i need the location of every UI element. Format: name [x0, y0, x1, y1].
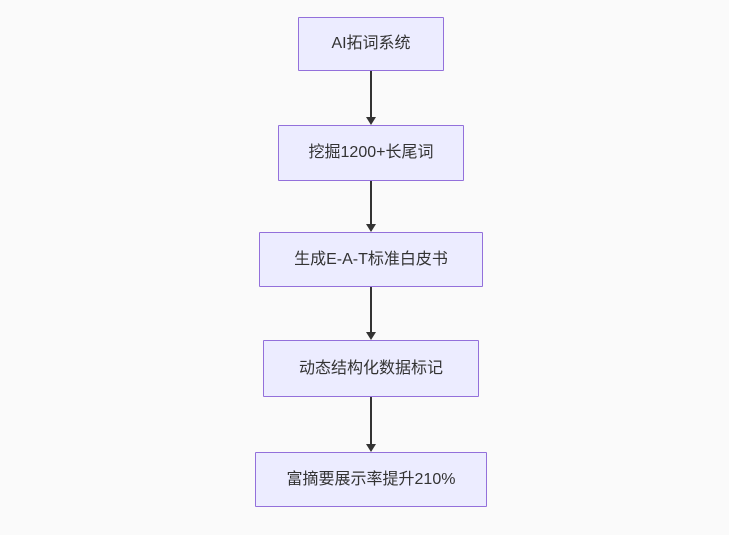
arrow-line [370, 181, 372, 225]
arrow-line [370, 71, 372, 118]
flow-node-label: 生成E-A-T标准白皮书 [294, 250, 448, 268]
flow-node-label: 富摘要展示率提升210% [286, 470, 456, 488]
arrow-head-icon [366, 332, 376, 340]
arrow-head-icon [366, 224, 376, 232]
arrow-line [370, 287, 372, 333]
flow-arrow-3 [365, 287, 377, 340]
flow-node-label: 挖掘1200+长尾词 [308, 144, 434, 162]
flow-node-structured-data-markup: 动态结构化数据标记 [263, 340, 479, 397]
arrow-head-icon [366, 117, 376, 125]
flow-node-longtail-keywords: 挖掘1200+长尾词 [278, 125, 464, 181]
flow-node-rich-snippet-rate: 富摘要展示率提升210% [255, 452, 487, 507]
arrow-head-icon [366, 444, 376, 452]
flow-node-label: AI拓词系统 [331, 35, 411, 53]
arrow-line [370, 397, 372, 445]
flow-node-ai-word-expansion-system: AI拓词系统 [298, 17, 444, 71]
flow-arrow-2 [365, 181, 377, 232]
flow-arrow-4 [365, 397, 377, 452]
flow-arrow-1 [365, 71, 377, 125]
flow-node-label: 动态结构化数据标记 [298, 359, 443, 377]
flow-node-eat-whitepaper: 生成E-A-T标准白皮书 [259, 232, 483, 287]
